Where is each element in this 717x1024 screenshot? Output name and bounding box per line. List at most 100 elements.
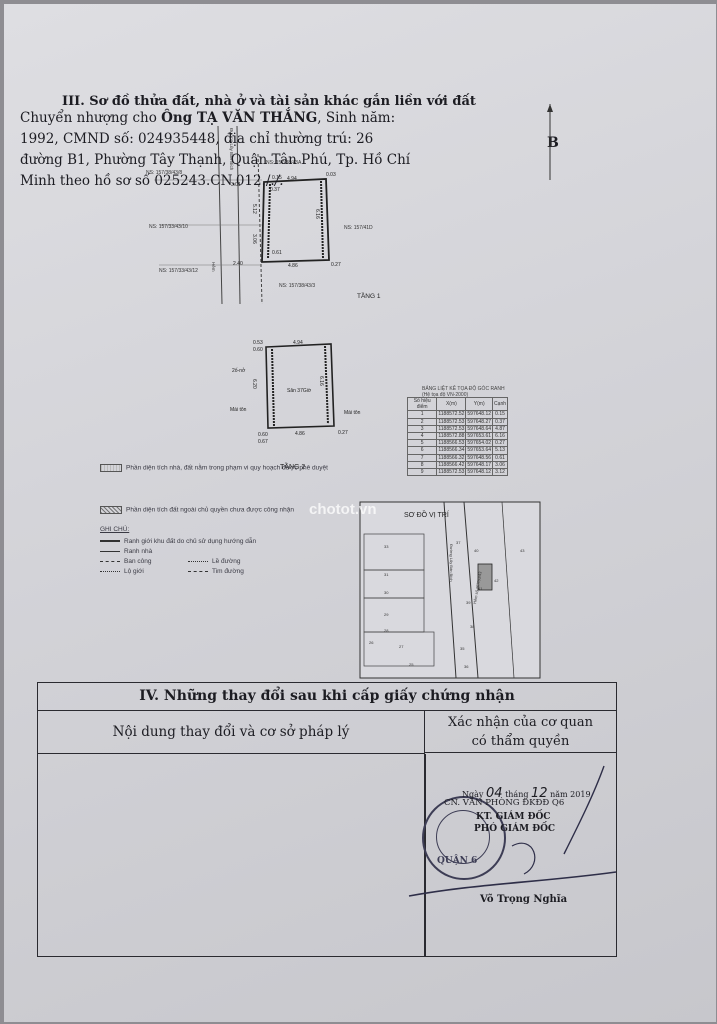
coord-cell: 597648.17 xyxy=(465,460,494,470)
north-label: B xyxy=(547,135,559,151)
site-street-label: Đường Lũy Bán Bích xyxy=(449,544,454,582)
coord-header: Y(m) xyxy=(465,396,494,412)
coord-cell: 6.16 xyxy=(492,432,508,441)
hatch-swatch-icon xyxy=(100,506,122,514)
coord-cell: 8 xyxy=(406,460,438,470)
changes-table: IV. Những thay đổi sau khi cấp giấy chứn… xyxy=(37,682,617,957)
dim-f2: 6.16 xyxy=(318,376,324,386)
dim-f2: 4.86 xyxy=(295,431,305,437)
dim-f1: 5.12 xyxy=(251,204,257,214)
dim-f2: 0.53 xyxy=(253,340,263,346)
floor1-label: TẦNG 1 xyxy=(357,290,381,300)
floor2-wall-right xyxy=(324,345,329,425)
site-lot-label: 40 xyxy=(474,548,479,553)
stamp-inner-ring xyxy=(436,810,490,864)
dim-f2: 0.27 xyxy=(338,430,348,436)
legend-note: Tim đường xyxy=(188,568,244,575)
section4-title: IV. Những thay đổi sau khi cấp giấy chứn… xyxy=(38,683,616,711)
balcony-line-icon xyxy=(100,560,120,562)
road-line-left xyxy=(217,125,223,305)
site-lot-label: 36 xyxy=(464,664,469,669)
site-alley-label: Hẻm số 157/33/43 xyxy=(472,570,483,604)
coord-cell: 597648.27 xyxy=(465,417,494,426)
site-lot-label: 29 xyxy=(384,612,389,617)
site-plan-title: SƠ ĐỒ VỊ TRÍ xyxy=(404,509,449,519)
coord-cell: 7 xyxy=(406,453,438,462)
site-plan-frame xyxy=(359,501,541,679)
label-roof-left: Mái tôn xyxy=(230,407,247,413)
sidewalk-line-icon xyxy=(188,560,208,562)
floor2-label: TẦNG 2 xyxy=(280,461,305,471)
coord-cell: 3.12 xyxy=(492,468,508,477)
dim-f1: 3.06 xyxy=(251,234,257,244)
site-lot-label: 35 xyxy=(460,646,465,651)
site-subject-lot xyxy=(477,563,493,591)
dim-f1: 3.01 xyxy=(231,182,241,188)
label-road: Đường Lũy Bán Bích xyxy=(229,128,234,171)
floor2-inner: Sân 37Giờ xyxy=(287,388,312,394)
coord-header: Số hiệu điểm xyxy=(406,396,438,412)
boundary-line-icon xyxy=(100,540,120,543)
label-ns-left2: NS: 157/33/43/10 xyxy=(149,224,188,230)
row-line-icon xyxy=(100,570,120,572)
dim-f1: 2.40 xyxy=(233,261,243,267)
dim-f1: 4.94 xyxy=(287,176,297,182)
label-ns-left3: NS: 157/33/43/12 xyxy=(159,268,198,274)
coord-cell: 3 xyxy=(406,424,438,434)
dim-f1: 0.03 xyxy=(326,172,336,178)
dim-f2: 0.67 xyxy=(258,439,268,445)
site-lot-label: 39 xyxy=(466,600,471,605)
site-lot-label: 30 xyxy=(384,590,389,595)
sign-role1: KT. GIÁM ĐỐC xyxy=(476,812,551,822)
col-header-content: Nội dung thay đổi và cơ sở pháp lý xyxy=(38,711,425,754)
dim-f1: 4.86 xyxy=(288,263,298,269)
plan-diagram: NS: 157/38/43A NS: 157/38/43/8 NS: 157/3… xyxy=(146,104,553,679)
coord-cell: 3.06 xyxy=(492,460,508,470)
dim-f2: 0.60 xyxy=(253,347,263,353)
legend-note: Ranh giới khu đất do chủ sử dụng hướng d… xyxy=(100,538,256,545)
coord-cell: 2 xyxy=(406,417,438,426)
floor1-plot xyxy=(261,178,330,263)
coord-cell: 1188566.32 xyxy=(436,453,467,462)
coord-cell: 0.37 xyxy=(492,417,508,426)
coord-cell: 5 xyxy=(406,439,438,448)
watermark: chotot.vn xyxy=(309,501,377,518)
site-street-line xyxy=(463,501,479,679)
alley-line xyxy=(257,153,263,305)
coord-cell: 0.27 xyxy=(492,439,508,448)
dots-swatch-icon xyxy=(100,464,122,472)
floor2-note: 2ố-nở xyxy=(232,367,246,374)
coord-cell: 0.15 xyxy=(492,410,508,419)
coord-cell: 1188566.42 xyxy=(436,460,467,470)
dim-f1: 0.27 xyxy=(331,262,341,268)
dim-f2: 0.60 xyxy=(258,432,268,438)
floor1-wall-right xyxy=(320,180,324,259)
legend-item: Phần diện tích nhà, đất nằm trong phạm v… xyxy=(100,464,328,472)
stamp-text: QUẬN 6 xyxy=(437,856,478,866)
coord-cell: 597648.64 xyxy=(465,424,494,434)
legend-item: Phần diện tích đất ngoài chủ quyền chưa … xyxy=(100,506,294,514)
coord-cell: 1 xyxy=(406,410,438,419)
coord-cell: 1188572.52 xyxy=(436,410,467,419)
coord-cell: 597653.64 xyxy=(465,446,494,455)
coord-cell: 6 xyxy=(406,446,438,455)
coord-cell: 1188566.34 xyxy=(436,446,467,455)
coord-cell: 5.13 xyxy=(492,446,508,455)
label-ns-right: NS: 157/41D xyxy=(344,225,373,231)
site-lot-label: 43 xyxy=(520,548,525,553)
coord-cell: 1188566.53 xyxy=(436,439,467,448)
coord-caption: BẢNG LIỆT KÊ TỌA ĐỘ GÓC RANH (Hệ tọa độ … xyxy=(422,386,505,398)
label-ns-top: NS: 157/38/43A xyxy=(266,160,302,166)
coord-cell: 1188572.53 xyxy=(436,468,467,477)
certificate-page: III. Sơ đồ thửa đất, nhà ở và tài sản kh… xyxy=(4,4,716,1022)
floor2-wall xyxy=(271,348,275,427)
coord-cell: 597653.61 xyxy=(465,432,494,441)
buyer-name: Ông TẠ VĂN THẮNG xyxy=(161,110,318,126)
coord-header: X(m) xyxy=(436,396,467,412)
